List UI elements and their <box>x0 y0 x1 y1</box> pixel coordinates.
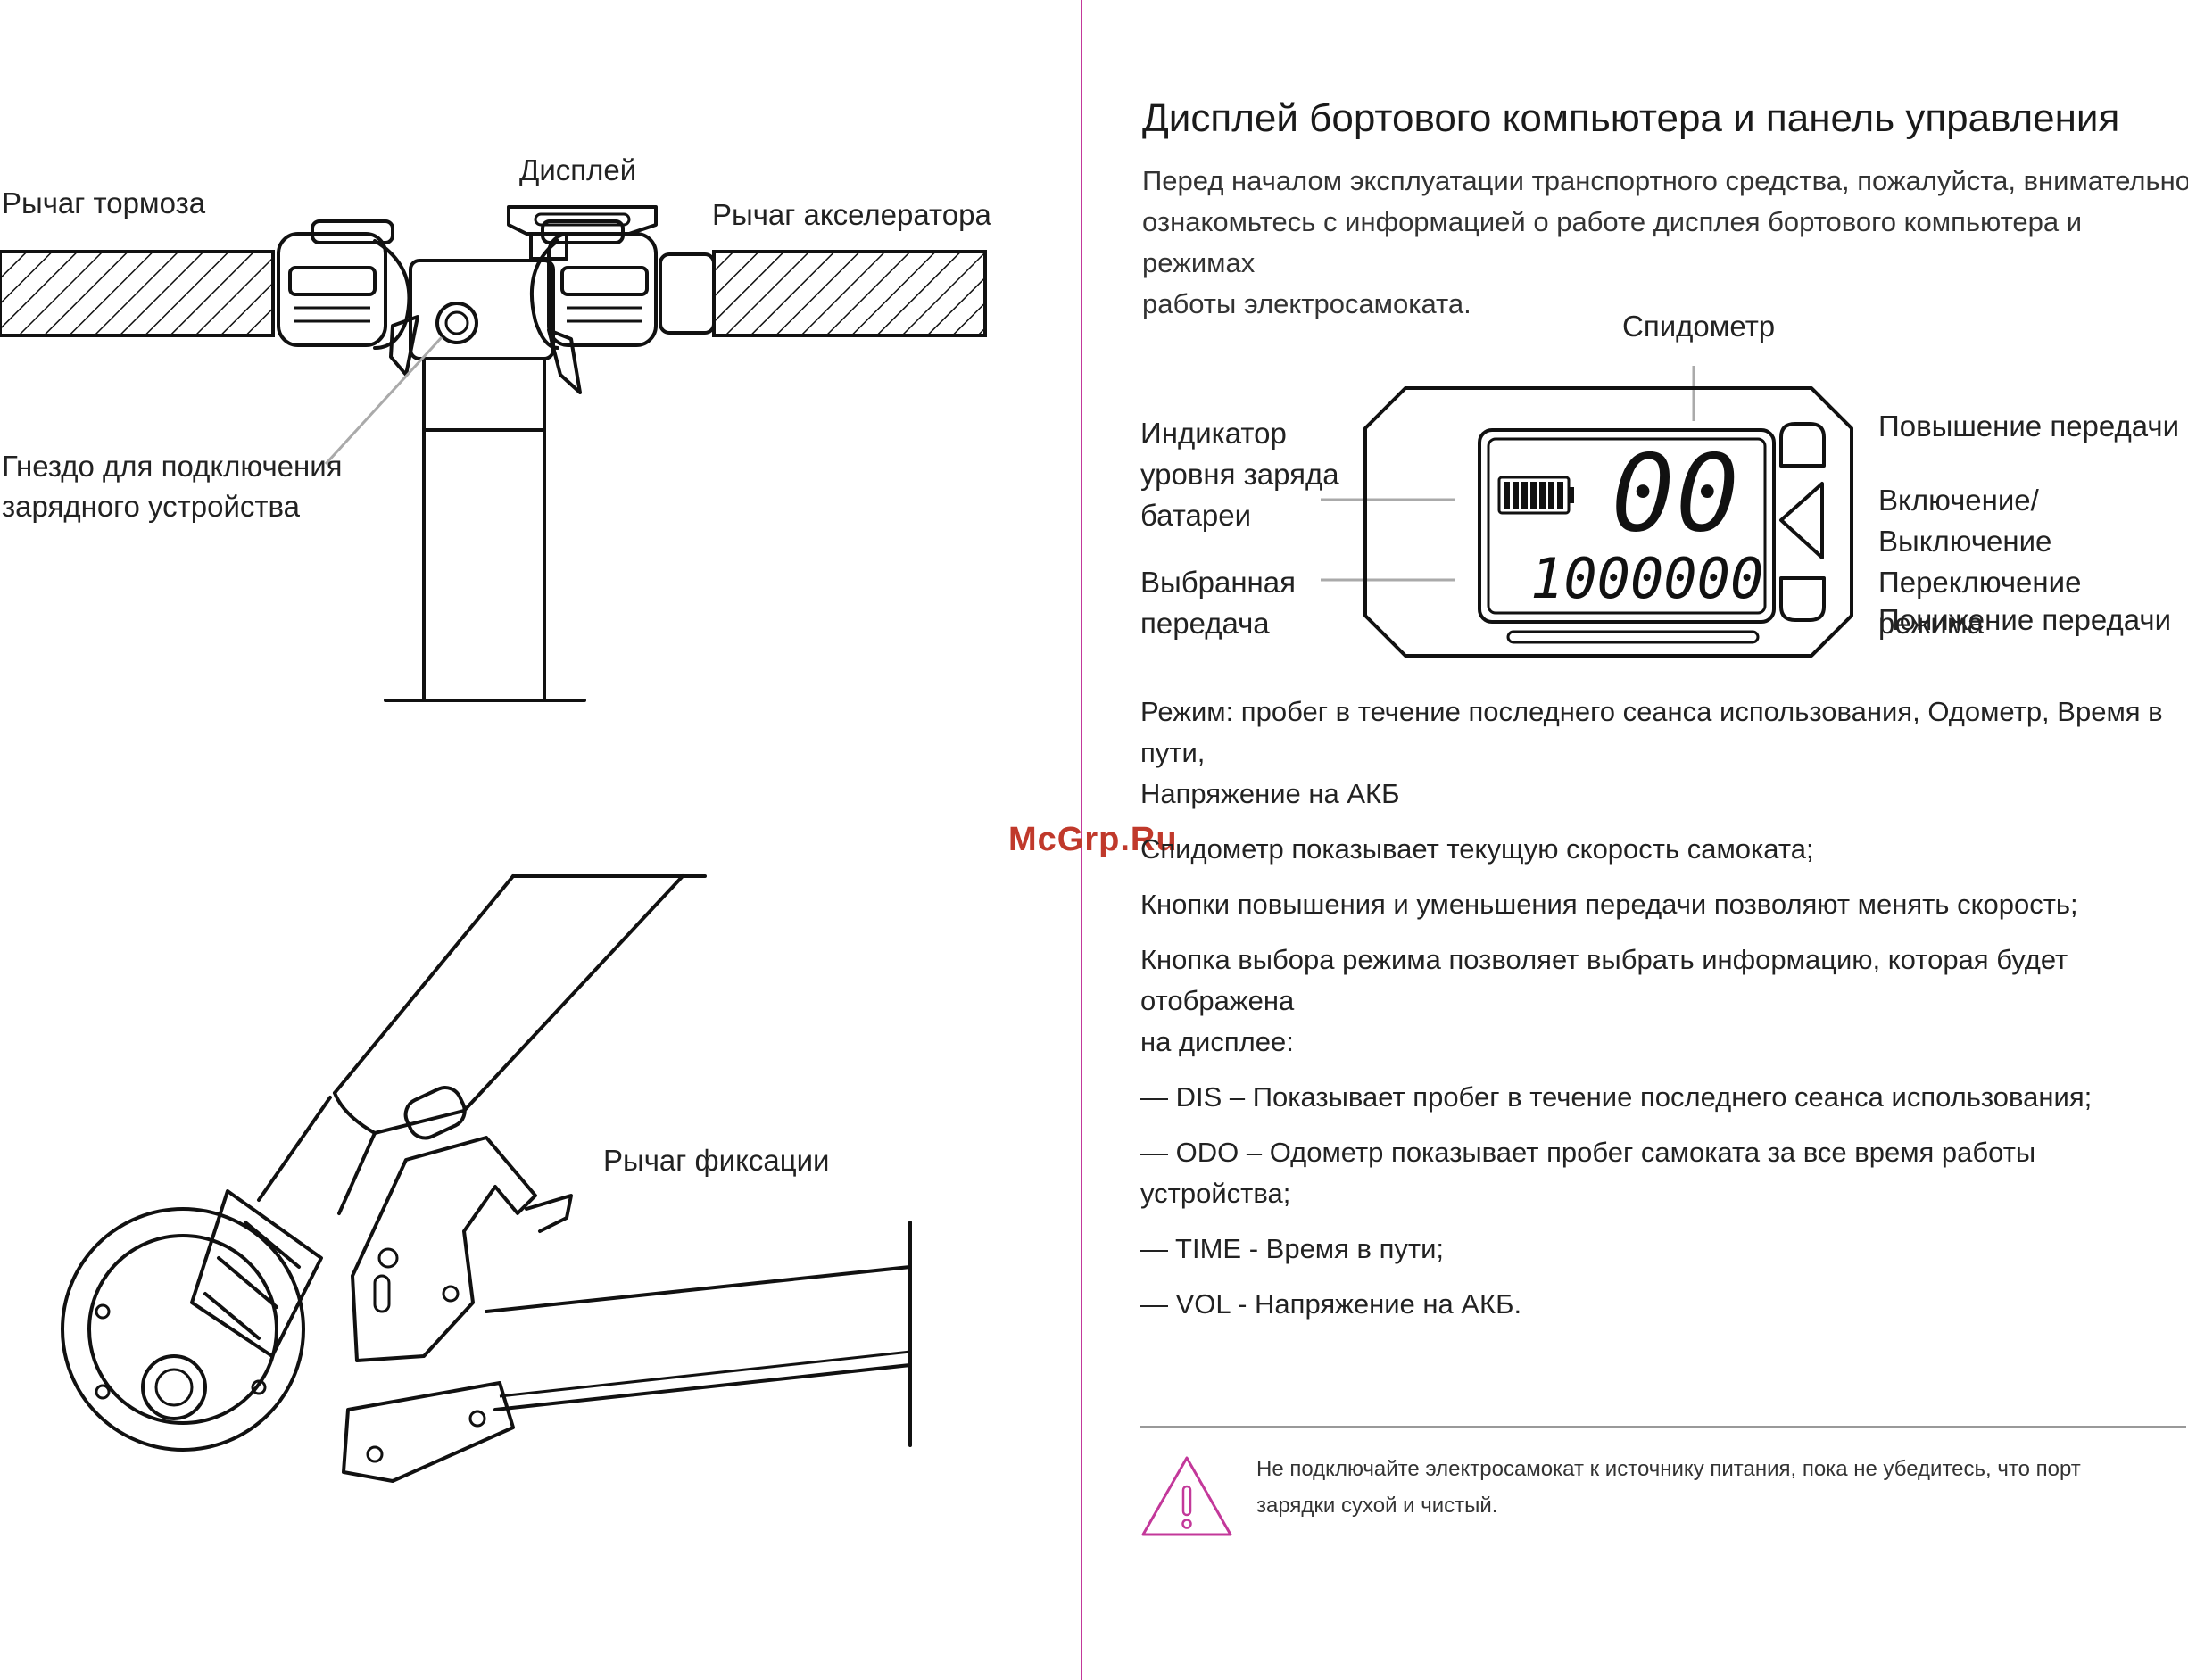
lcd-inner <box>1487 437 1767 615</box>
right-grip <box>712 250 987 337</box>
socket-label-line1: Гнездо для подключения <box>2 450 343 483</box>
paragraph-odo: — ODO – Одометр показывает пробег самока… <box>1140 1137 2036 1209</box>
gear-down-label: Понижение передачи <box>1878 603 2172 636</box>
lcd-odometer-digits: 1000000 <box>1530 546 1763 611</box>
warning-icon <box>1141 1456 1232 1536</box>
front-wheel <box>61 1207 305 1452</box>
battery-cell <box>1548 482 1554 509</box>
folded-stem <box>257 874 707 1215</box>
display-bottom-bar <box>1506 630 1760 644</box>
speedometer-label: Спидометр <box>1622 310 1776 343</box>
gear-up-button[interactable] <box>1779 422 1826 468</box>
lcd-screen <box>1478 428 1776 624</box>
battery-cell <box>1539 482 1546 509</box>
folding-mechanism-illustration <box>61 874 912 1483</box>
paragraph-mode: Режим: пробег в течение последнего сеанс… <box>1140 696 2163 809</box>
gear-down-button[interactable] <box>1779 576 1826 622</box>
battery-cell <box>1530 482 1537 509</box>
accelerator-label: Рычаг акселератора <box>712 198 991 231</box>
socket-leader <box>324 335 443 466</box>
battery-indicator-label: Индикатор уровня заряда батареи <box>1140 417 1339 532</box>
warning-text: Не подключайте электросамокат к источник… <box>1256 1457 2081 1518</box>
handlebar-illustration <box>0 205 987 702</box>
steering-stem <box>384 357 586 702</box>
intro-text: Перед началом эксплуатации транспортного… <box>1142 161 2188 325</box>
page-title: Дисплей бортового компьютера и панель уп… <box>1142 96 2120 140</box>
paragraph-time: — TIME - Время в пути; <box>1140 1233 1445 1264</box>
battery-cell <box>1513 482 1519 509</box>
intro-line: Перед началом эксплуатации транспортного… <box>1142 165 2188 196</box>
control-panel-diagram: 00 1000000 <box>1321 366 1853 658</box>
power-mode-button[interactable] <box>1779 482 1824 559</box>
fork-clamp <box>190 1086 467 1358</box>
brake-label: Рычаг тормоза <box>2 186 206 219</box>
description-paragraphs: Режим: пробег в течение последнего сеанс… <box>1140 691 2188 1325</box>
battery-icon <box>1497 476 1574 515</box>
battery-cell <box>1557 482 1563 509</box>
paragraph-speedometer: Спидометр показывает текущую скорость са… <box>1140 833 1814 865</box>
watermark: McGrp.Ru <box>1008 821 1178 858</box>
paragraph-vol: — VOL - Напряжение на АКБ. <box>1140 1288 1522 1320</box>
paragraph-mode-button: Кнопка выбора режима позволяет выбрать и… <box>1140 944 2068 1057</box>
intro-line: работы электросамоката. <box>1142 288 1471 319</box>
socket-label-line2: зарядного устройства <box>2 490 301 523</box>
accelerator-lever <box>529 219 716 394</box>
page-divider <box>1081 0 1082 1680</box>
gear-indicator-label: Выбранная передача <box>1140 566 1297 640</box>
battery-cell <box>1504 482 1510 509</box>
lock-lever <box>351 1136 573 1362</box>
warning-separator <box>1140 1426 2186 1428</box>
paragraph-dis: — DIS – Показывает пробег в течение посл… <box>1140 1081 2093 1113</box>
battery-cell <box>1521 482 1528 509</box>
paragraph-gear-buttons: Кнопки повышения и уменьшения передачи п… <box>1140 889 2078 920</box>
gear-up-label: Повышение передачи <box>1878 410 2180 443</box>
intro-line: ознакомьтесь с информацией о работе дисп… <box>1142 206 2083 278</box>
brake-lever <box>277 219 419 377</box>
lcd-speed-digits: 00 <box>1611 433 1740 557</box>
deck <box>342 1221 912 1483</box>
display-housing <box>1363 386 1853 658</box>
power-mode-label: Включение/Выключение Переключение режима <box>1878 484 2082 640</box>
display-label: Дисплей <box>519 153 637 186</box>
left-grip <box>0 250 275 337</box>
lock-lever-label: Рычаг фиксации <box>603 1144 830 1177</box>
